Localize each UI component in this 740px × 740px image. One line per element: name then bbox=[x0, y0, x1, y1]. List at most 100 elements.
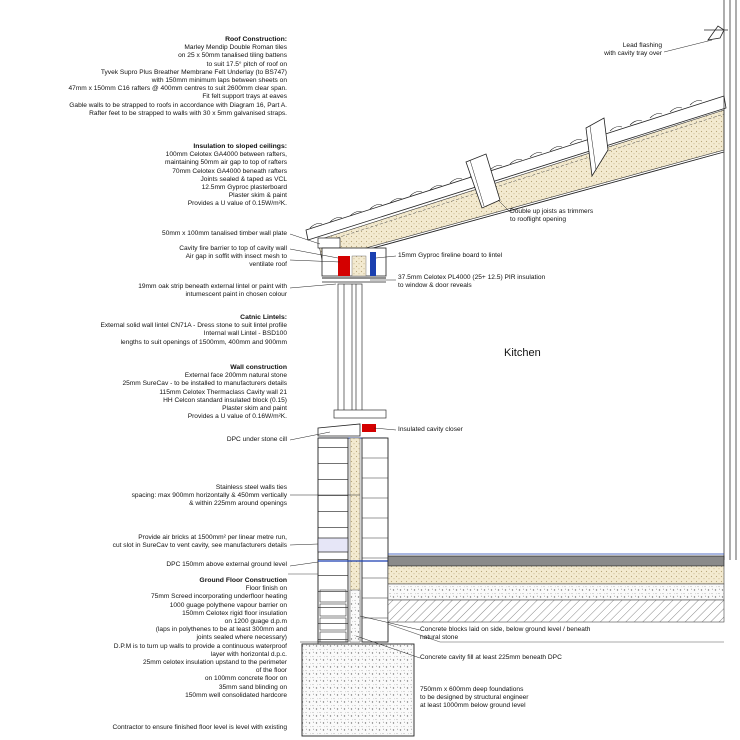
note-eaves: Cavity fire barrier to top of cavity wal… bbox=[0, 245, 287, 270]
note-heading: Insulation to sloped ceilings: bbox=[193, 143, 287, 150]
note-line: 47mm x 150mm C16 rafters @ 400mm centres… bbox=[68, 85, 287, 93]
lead-flashing bbox=[704, 25, 728, 41]
note-line: 12.5mm Gyproc plasterboard bbox=[201, 184, 287, 192]
note-line: Fit felt support trays at eaves bbox=[202, 93, 287, 101]
label-line: Insulated cavity closer bbox=[398, 426, 463, 433]
note-line: 25mm SureCav - to be installed to manufa… bbox=[122, 380, 287, 388]
label-cavity-fill: Concrete cavity fill at least 225mm bene… bbox=[420, 654, 562, 662]
eaves-detail bbox=[317, 237, 387, 283]
note-line: Gable walls to be strapped to roofs in a… bbox=[69, 101, 287, 109]
note-line: Provides a U value of 0.16W/m²K. bbox=[187, 413, 287, 421]
label-line: to window & door reveals bbox=[398, 282, 472, 290]
note-line: Air gap in soffit with insect mesh to bbox=[185, 253, 287, 261]
note-line: 50mm x 100mm tanalised timber wall plate bbox=[162, 230, 287, 237]
note-line: External solid wall lintel CN71A - Dress… bbox=[100, 322, 287, 330]
note-line: 19mm oak strip beneath external lintel o… bbox=[138, 283, 287, 290]
note-insulation: Insulation to sloped ceilings: 100mm Cel… bbox=[0, 143, 287, 209]
note-oak-strip: 19mm oak strip beneath external lintel o… bbox=[0, 283, 287, 299]
note-line: maintaining 50mm air gap to top of rafte… bbox=[164, 159, 287, 167]
note-heading: Roof Construction: bbox=[225, 36, 287, 43]
note-line: Plaster skim & paint bbox=[228, 192, 287, 200]
label-line: to rooflight opening bbox=[510, 216, 567, 224]
note-line: 150mm Celotex rigid floor insulation bbox=[182, 609, 287, 617]
note-wall-plate: 50mm x 100mm tanalised timber wall plate bbox=[0, 230, 287, 238]
note-line: cut slot in SureCav to vent cavity, see … bbox=[112, 542, 287, 550]
note-dpc-sill: DPC under stone cill bbox=[0, 436, 287, 444]
note-roof-construction: Roof Construction: Marley Mendip Double … bbox=[0, 36, 287, 118]
note-line: Stainless steel walls ties bbox=[215, 484, 287, 491]
label-line: Concrete blocks laid on side, below grou… bbox=[420, 626, 591, 633]
note-line: joints sealed where necessary) bbox=[196, 634, 287, 642]
label-lead-flashing: Lead flashing with cavity tray over bbox=[590, 42, 662, 58]
note-line: DPC 150mm above external ground level bbox=[166, 561, 287, 568]
note-line: Internal wall Lintel - BSD100 bbox=[203, 330, 287, 338]
label-concrete-blocks: Concrete blocks laid on side, below grou… bbox=[420, 626, 590, 642]
foundation bbox=[300, 623, 724, 737]
note-line: Tyvek Supro Plus Breather Membrane Felt … bbox=[100, 68, 287, 76]
note-line: Joints sealed & taped as VCL bbox=[200, 175, 287, 183]
label-line: with cavity tray over bbox=[604, 50, 662, 58]
label-line: to be designed by structural engineer bbox=[420, 694, 529, 702]
label-trimmer-joists: Double up joists as trimmers to roofligh… bbox=[510, 208, 593, 224]
note-line: Contractor to ensure finished floor leve… bbox=[112, 724, 287, 731]
note-line: External face 200mm natural stone bbox=[184, 372, 287, 380]
label-line: at least 1000mm below ground level bbox=[420, 702, 526, 710]
label-line: 37.5mm Celotex PL4000 (25+ 12.5) PIR ins… bbox=[398, 274, 546, 281]
label-line: Lead flashing bbox=[622, 42, 662, 49]
note-line: Plaster skim and paint bbox=[222, 405, 287, 413]
label-line: Concrete cavity fill at least 225mm bene… bbox=[420, 654, 562, 661]
label-line: 15mm Gyproc fireline board to lintel bbox=[398, 252, 503, 259]
label-pir-insulation: 37.5mm Celotex PL4000 (25+ 12.5) PIR ins… bbox=[398, 274, 545, 290]
note-lintels: Catnic Lintels: External solid wall lint… bbox=[0, 314, 287, 347]
label-foundations: 750mm x 600mm deep foundations to be des… bbox=[420, 686, 529, 711]
label-fireline-board: 15mm Gyproc fireline board to lintel bbox=[398, 252, 502, 260]
right-wall bbox=[723, 0, 737, 560]
label-line: Double up joists as trimmers bbox=[510, 208, 594, 215]
note-heading: Catnic Lintels: bbox=[240, 314, 287, 321]
note-heading: Ground Floor Construction bbox=[199, 577, 287, 584]
note-line: (laps in polythenes to be at least 300mm… bbox=[155, 626, 287, 634]
ground-floor-slab bbox=[387, 553, 725, 623]
note-wall-construction: Wall construction External face 200mm na… bbox=[0, 364, 287, 421]
note-line: Provide air bricks at 1500mm² per linear… bbox=[138, 534, 287, 541]
note-line: 35mm sand blinding on bbox=[218, 683, 287, 691]
note-line: HH Celcon standard insulated block (0.15… bbox=[163, 396, 287, 404]
note-line: ventilate roof bbox=[249, 261, 287, 269]
note-line: Cavity fire barrier to top of cavity wal… bbox=[179, 245, 287, 252]
label-line: 750mm x 600mm deep foundations bbox=[420, 686, 524, 693]
roof-slope bbox=[305, 95, 727, 263]
note-line: on 1200 guage d.p.m bbox=[224, 618, 287, 626]
note-contractor: Contractor to ensure finished floor leve… bbox=[0, 724, 287, 732]
note-heading: Wall construction bbox=[230, 364, 287, 371]
window bbox=[333, 283, 387, 419]
note-line: 150mm well consolidated hardcore bbox=[185, 691, 287, 699]
note-line: with 150mm minimum laps between sheets o… bbox=[151, 77, 287, 85]
cavity-wall bbox=[317, 437, 389, 643]
note-line: 115mm Celotex Thermaclass Cavity wall 21 bbox=[159, 388, 287, 396]
leader-lines bbox=[289, 39, 713, 659]
label-cavity-closer: Insulated cavity closer bbox=[398, 426, 463, 434]
note-line: DPC under stone cill bbox=[226, 436, 287, 443]
stone-sill bbox=[317, 423, 386, 439]
note-dpc-ground: DPC 150mm above external ground level bbox=[0, 561, 287, 569]
note-line: 25mm celotex insulation upstand to the p… bbox=[142, 659, 287, 667]
note-line: & within 225mm around openings bbox=[189, 500, 287, 508]
note-wall-ties: Stainless steel walls ties spacing: max … bbox=[0, 484, 287, 509]
rooflight bbox=[465, 117, 609, 209]
label-line: natural stone bbox=[420, 634, 459, 642]
note-line: layer with horizontal d.p.c. bbox=[210, 650, 287, 658]
note-line: of the floor bbox=[255, 667, 287, 675]
note-line: Rafter feet to be strapped to walls with… bbox=[89, 109, 287, 117]
note-line: to suit 17.5° pitch of roof on bbox=[206, 60, 287, 68]
note-ground-floor: Ground Floor Construction Floor finish o… bbox=[0, 577, 287, 700]
note-line: on 100mm concrete floor on bbox=[204, 675, 287, 683]
note-line: spacing: max 900mm horizontally & 450mm … bbox=[131, 492, 287, 500]
note-line: on 25 x 50mm tanalised tiling battens bbox=[178, 52, 287, 60]
note-line: lengths to suit openings of 1500mm, 400m… bbox=[120, 338, 287, 346]
note-air-bricks: Provide air bricks at 1500mm² per linear… bbox=[0, 534, 287, 550]
note-line: intumescent paint in chosen colour bbox=[185, 291, 287, 299]
note-line: D.P.M is to turn up walls to provide a c… bbox=[113, 642, 287, 650]
note-line: Floor finish on bbox=[245, 585, 287, 593]
note-line: 70mm Celotex GA4000 beneath rafters bbox=[172, 167, 287, 175]
